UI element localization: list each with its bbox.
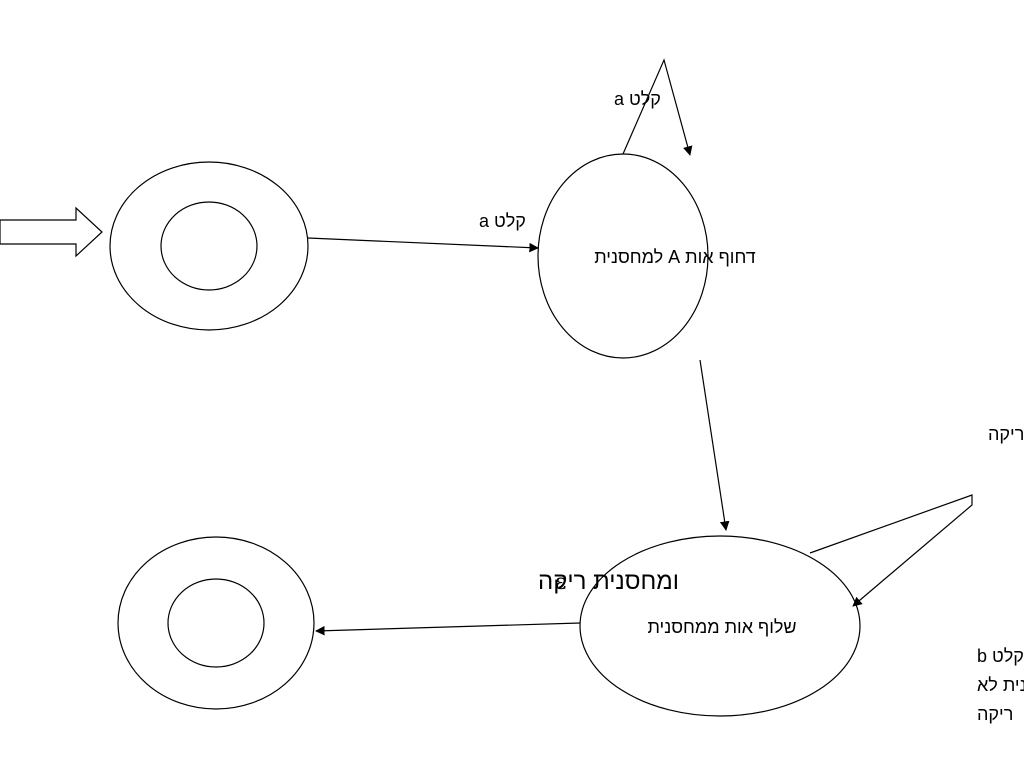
pop-state[interactable]: שלוף אות ממחסנית bbox=[579, 535, 861, 717]
edge-pop-self-label-line-3: ריקה bbox=[977, 704, 1013, 724]
edge-pop-self-label-line-2: ומחסנית לא bbox=[977, 675, 1024, 695]
accept-state-inner-ring bbox=[167, 578, 265, 668]
edge-start-to-push-label: קלט a bbox=[479, 211, 526, 231]
push-state-label: דחוף אות A למחסנית bbox=[594, 247, 756, 267]
push-state[interactable]: דחוף אות A למחסנית bbox=[537, 153, 756, 359]
edge-pop-to-accept[interactable] bbox=[315, 622, 581, 636]
start-state-inner-ring bbox=[160, 201, 258, 291]
edge-pop-to-accept-label: ומחסנית ריקה bbox=[538, 568, 679, 595]
edge-pop-self-loop[interactable] bbox=[809, 494, 973, 607]
edge-push-self-loop[interactable] bbox=[622, 58, 693, 156]
edge-push-self-label: קלט a bbox=[614, 89, 661, 109]
pop-state-label: שלוף אות ממחסנית bbox=[647, 617, 796, 637]
start-arrow bbox=[0, 206, 103, 258]
edge-pop-self-label-line-1: קלט b bbox=[977, 646, 1024, 666]
edge-push-to-pop-label: קלט b ומחסנית לא ריקה bbox=[988, 424, 1024, 444]
edge-push-to-pop[interactable] bbox=[699, 359, 730, 531]
edge-pop-to-accept-epsilon: ε bbox=[555, 570, 566, 595]
pop-state-ellipse bbox=[579, 535, 861, 717]
accept-state[interactable] bbox=[117, 536, 315, 710]
start-state[interactable] bbox=[109, 161, 309, 331]
edge-start-to-push[interactable] bbox=[307, 237, 539, 253]
